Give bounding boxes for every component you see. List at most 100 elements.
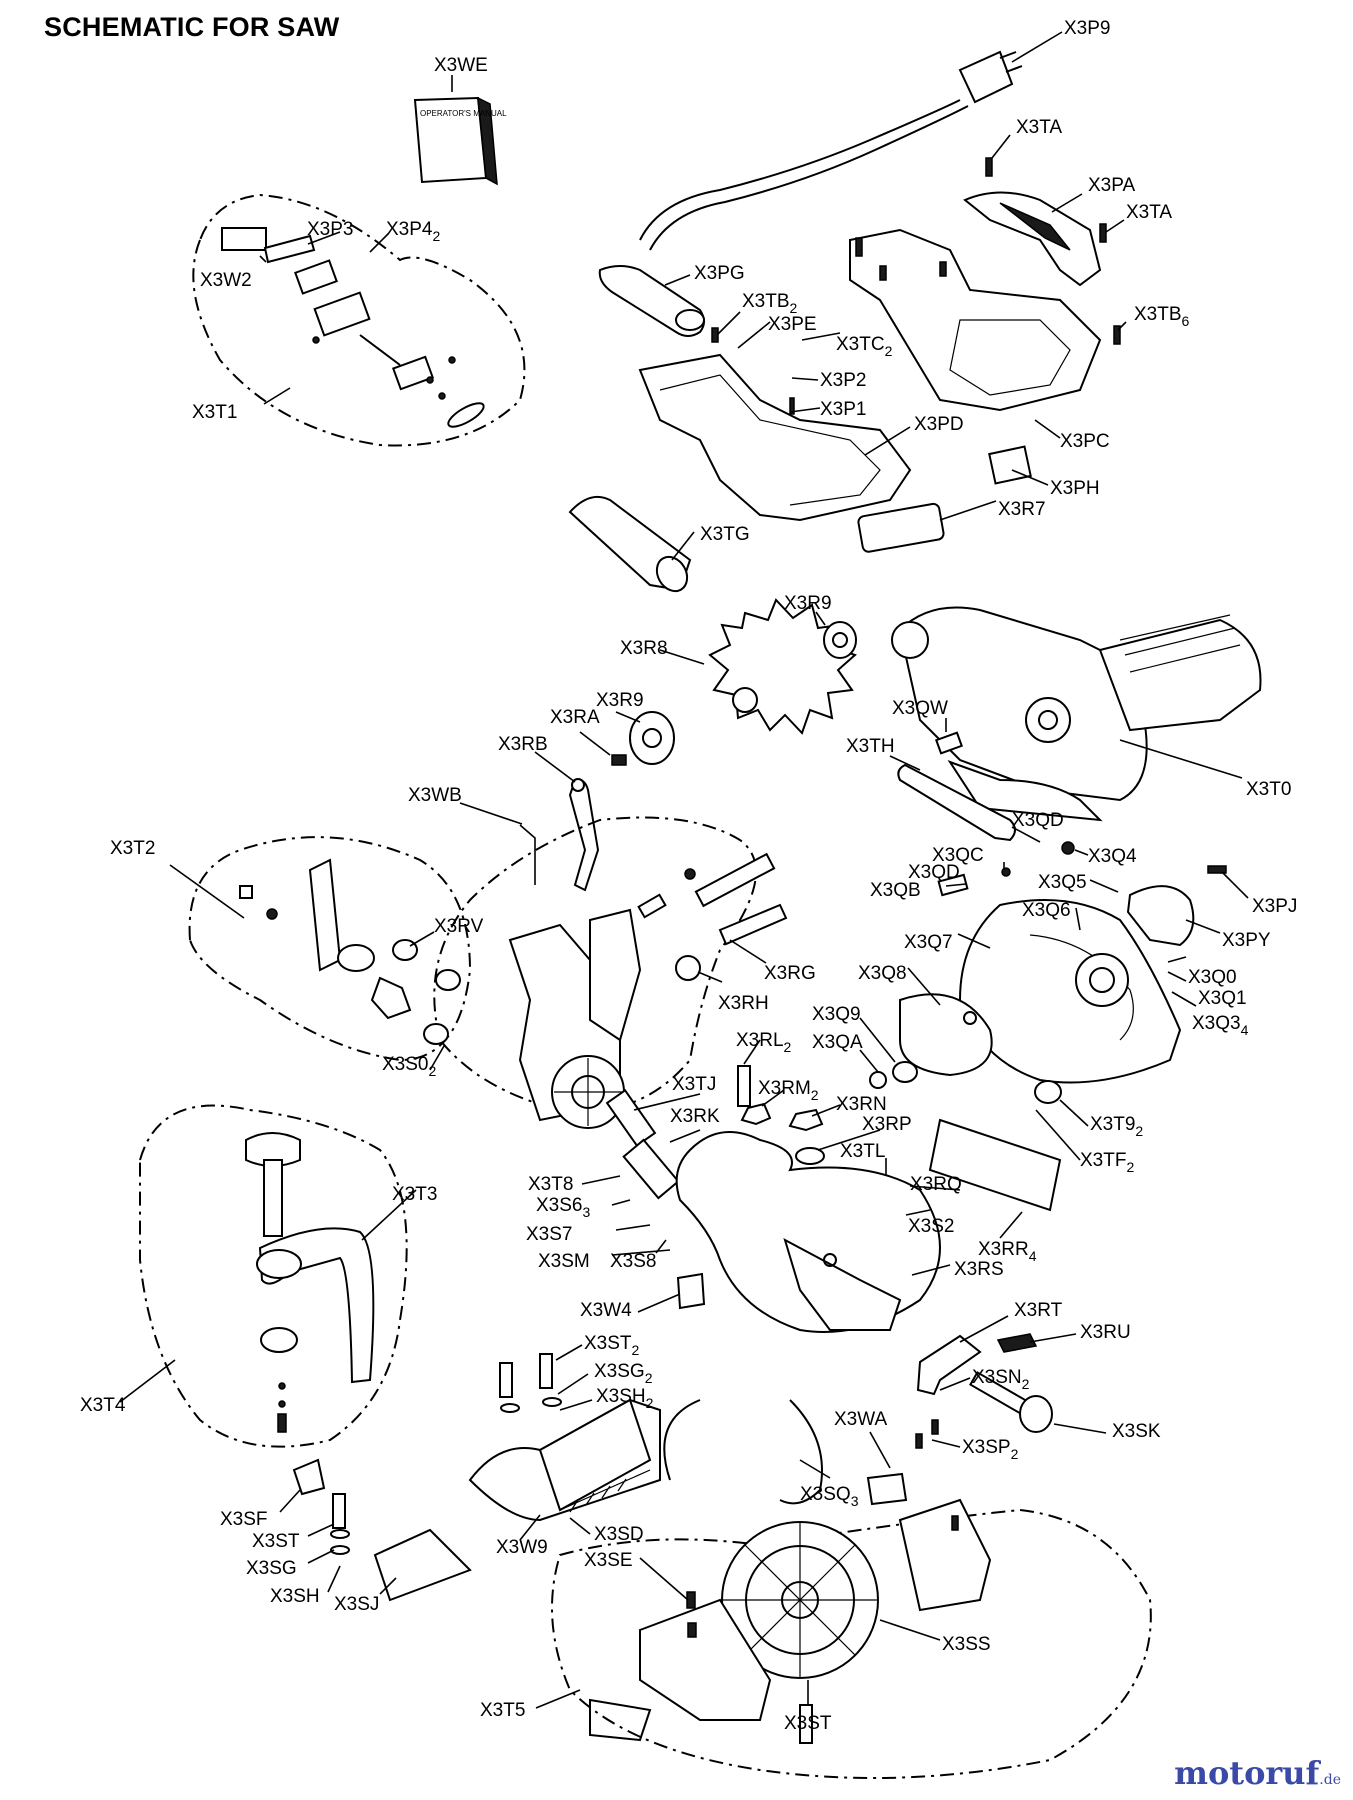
label-x3rb: X3RB <box>498 734 548 755</box>
label-x3st-2: X3ST <box>252 1531 300 1552</box>
label-x3we: X3WE <box>434 55 488 76</box>
label-x3rv: X3RV <box>434 916 484 937</box>
label-x3rk: X3RK <box>670 1106 720 1127</box>
part-labels: X3WE X3P9 X3TA X3PA X3TA X3P3 X3P42 X3W2… <box>80 18 1297 1734</box>
label-x3tc: X3TC2 <box>836 334 893 359</box>
group-outline-x3t4 <box>139 1104 408 1448</box>
label-x3sq: X3SQ3 <box>800 1484 859 1509</box>
page-title: SCHEMATIC FOR SAW <box>44 12 340 42</box>
label-x3pd: X3PD <box>914 414 964 435</box>
label-x3q8: X3Q8 <box>858 963 907 984</box>
label-x3t4: X3T4 <box>80 1395 126 1416</box>
label-x3th: X3TH <box>846 736 895 757</box>
switch-parts-x3t1 <box>221 227 485 428</box>
hold-down-x3t4 <box>245 1132 375 1433</box>
watermark-text: motoruf <box>1174 1754 1320 1792</box>
label-x3ru: X3RU <box>1080 1322 1131 1343</box>
hex-key-part <box>519 824 536 885</box>
label-x3t3: X3T3 <box>392 1184 437 1205</box>
manual-cover-text: OPERATOR'S MANUAL <box>420 109 507 118</box>
label-x3rs: X3RS <box>954 1259 1004 1280</box>
label-x3w4 <box>676 1272 706 1310</box>
label-x3q3: X3Q34 <box>1192 1013 1249 1038</box>
label-x3q9: X3Q9 <box>812 1004 861 1025</box>
label-x3qb: X3QB <box>870 880 921 901</box>
pin-x3rg <box>718 903 788 946</box>
motor-housing-part <box>891 606 1262 822</box>
label-x3tg: X3TG <box>700 524 750 545</box>
label-x3t2: X3T2 <box>110 838 155 859</box>
watermark-suffix: .de <box>1319 1772 1341 1788</box>
label-x3q7: X3Q7 <box>904 932 953 953</box>
pivot-bracket-x3t3 <box>508 852 776 1129</box>
label-x3r8: X3R8 <box>620 638 668 659</box>
label-x3ss: X3SS <box>942 1634 991 1655</box>
label-x3sh: X3SH2 <box>596 1386 654 1411</box>
label-x3ph: X3PH <box>1050 478 1100 499</box>
label-x3rl: X3RL2 <box>736 1030 792 1055</box>
watermark-logo: motoruf.de <box>1174 1754 1341 1792</box>
label-x3t5: X3T5 <box>480 1700 525 1721</box>
label-x3s2: X3S2 <box>908 1216 954 1237</box>
base-x3ss <box>589 1498 992 1742</box>
label-x3sf: X3SF <box>220 1509 268 1530</box>
label-x3sm: X3SM <box>538 1251 590 1272</box>
label-x3rr: X3RR4 <box>978 1239 1037 1264</box>
label-x3s0: X3S02 <box>382 1054 436 1079</box>
handle-screws <box>711 157 1121 415</box>
clamp-x3sf <box>292 1458 326 1496</box>
ring-x3sq <box>663 1399 823 1505</box>
fence-x3w9 <box>373 1398 661 1602</box>
label-x3ra: X3RA <box>550 707 600 728</box>
label-x3rh: X3RH <box>718 993 769 1014</box>
operators-manual-part: OPERATOR'S MANUAL <box>413 96 507 186</box>
label-x3rp: X3RP <box>862 1114 912 1135</box>
label-x3rg: X3RG <box>764 963 816 984</box>
label-x3rn: X3RN <box>836 1094 887 1115</box>
label-x3st-3: X3ST <box>784 1713 832 1734</box>
fence-x3tf <box>928 1118 1062 1212</box>
nut-x3qa <box>869 1071 887 1089</box>
label-x3t8: X3T8 <box>528 1174 573 1195</box>
handle-assembly-part <box>598 157 1121 553</box>
power-cord-part <box>639 50 1023 251</box>
base-bolts <box>330 1353 959 1744</box>
saw-blade-part <box>708 598 857 735</box>
label-x3rq: X3RQ <box>910 1174 962 1195</box>
label-x3pe: X3PE <box>768 314 817 335</box>
label-x3tb: X3TB2 <box>742 291 798 316</box>
label-x3wb: X3WB <box>408 785 462 806</box>
group-outline-x3t1 <box>192 193 526 447</box>
label-x3w9: X3W9 <box>496 1537 548 1558</box>
label-x3s6: X3S63 <box>536 1195 590 1220</box>
label-x3tj: X3TJ <box>672 1074 716 1095</box>
pad-x3ru <box>996 1333 1038 1353</box>
label-x3st: X3ST2 <box>584 1333 640 1358</box>
washer-x3rp <box>795 1147 825 1165</box>
label-x3sj: X3SJ <box>334 1594 379 1615</box>
label-x3w4: X3W4 <box>580 1300 632 1321</box>
link-x3rb <box>568 778 600 892</box>
label-x3p1: X3P1 <box>820 399 866 420</box>
wrench-part <box>897 763 1016 842</box>
label-x3q1: X3Q1 <box>1198 988 1247 1009</box>
label-x3sk: X3SK <box>1112 1421 1161 1442</box>
label-x3p9: X3P9 <box>1064 18 1110 39</box>
label-x3py: X3PY <box>1222 930 1271 951</box>
nut-x3qd <box>1061 841 1075 855</box>
scale-x3sd <box>559 1469 651 1513</box>
washer-x3q9 <box>892 1061 918 1083</box>
label-x3rm: X3RM2 <box>758 1078 819 1103</box>
label-x3ta: X3TA <box>1016 117 1062 138</box>
label-x3t9: X3T92 <box>1090 1114 1143 1139</box>
bolt-x3tj <box>605 1088 657 1148</box>
label-x3tb6: X3TB6 <box>1134 304 1190 329</box>
label-x3wa <box>866 1472 908 1506</box>
label-x3qa: X3QA <box>812 1032 863 1053</box>
label-x3sd: X3SD <box>594 1524 644 1545</box>
bracket-x3rt <box>916 1334 982 1396</box>
group-outline-x3t3 <box>433 816 757 1113</box>
label-x3ta-2: X3TA <box>1126 202 1172 223</box>
label-x3r9: X3R9 <box>784 593 832 614</box>
label-x3t1: X3T1 <box>192 402 237 423</box>
